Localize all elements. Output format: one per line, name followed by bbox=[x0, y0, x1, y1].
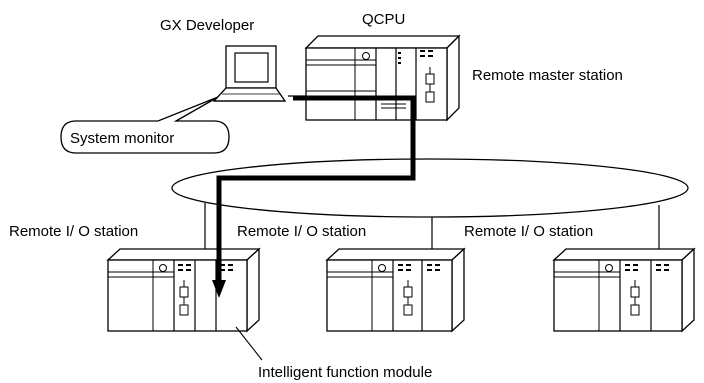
gx-developer-label: GX Developer bbox=[160, 17, 254, 34]
remote-io-station-label-3: Remote I/ O station bbox=[464, 223, 593, 240]
monitoring-path-arrow bbox=[212, 95, 416, 298]
remote-master-rack bbox=[304, 34, 461, 122]
network-loop-ellipse bbox=[171, 158, 689, 218]
laptop-icon bbox=[212, 45, 287, 102]
remote-io-rack-1 bbox=[106, 247, 261, 333]
system-monitor-label: System monitor bbox=[70, 130, 174, 147]
intelligent-module-leader-line bbox=[235, 326, 263, 361]
qcpu-label: QCPU bbox=[362, 11, 405, 28]
intelligent-function-module-label: Intelligent function module bbox=[258, 364, 432, 381]
remote-io-station-label-2: Remote I/ O station bbox=[237, 223, 366, 240]
remote-master-station-label: Remote master station bbox=[472, 67, 623, 84]
system-monitor-callout: System monitor bbox=[60, 96, 230, 154]
remote-io-station-label-1: Remote I/ O station bbox=[9, 223, 138, 240]
remote-io-rack-2 bbox=[325, 247, 466, 333]
remote-io-rack-3 bbox=[552, 247, 696, 333]
